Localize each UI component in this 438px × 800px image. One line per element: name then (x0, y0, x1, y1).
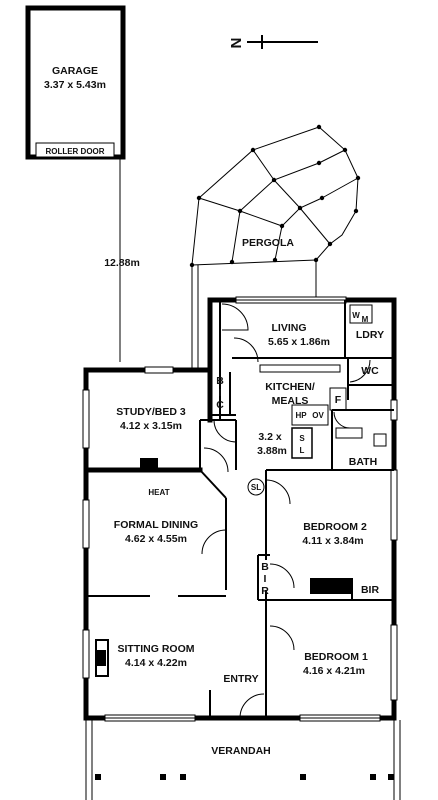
kitchen-name-2: MEALS (272, 395, 309, 407)
pergola-label: PERGOLA (242, 237, 294, 249)
entry-name: ENTRY (223, 673, 258, 685)
kitchen-s: S (299, 434, 305, 443)
bedroom2-size: 4.11 x 3.84m (302, 535, 363, 547)
kitchen-ov: OV (312, 411, 324, 420)
laundry-name: LDRY (356, 329, 384, 341)
distance-label: 12.88m (104, 257, 140, 269)
interior-walls (83, 300, 394, 718)
doors (201, 303, 371, 719)
sl-label: SL (251, 483, 261, 492)
garage: GARAGE 3.37 x 5.43m ROLLER DOOR (25, 5, 126, 160)
bic-i: I (219, 387, 222, 399)
roller-door-label: ROLLER DOOR (45, 147, 104, 156)
bath-name: BATH (349, 456, 377, 468)
bir-right-label: BIR (361, 584, 380, 596)
bedroom1-name: BEDROOM 1 (304, 651, 368, 663)
bir-left-i: I (264, 573, 267, 585)
garage-name: GARAGE (52, 65, 98, 77)
living-size: 5.65 x 1.86m (268, 336, 330, 348)
bedroom1-size: 4.16 x 4.21m (303, 665, 365, 677)
study-size: 4.12 x 3.15m (120, 420, 182, 432)
sitting-size: 4.14 x 4.22m (125, 657, 187, 669)
laundry-m: M (362, 315, 369, 324)
verandah (85, 718, 401, 800)
kitchen-name-1: KITCHEN/ (265, 381, 315, 393)
kitchen-f: F (335, 394, 342, 406)
living-name: LIVING (271, 322, 306, 334)
formal-dining-name: FORMAL DINING (114, 519, 198, 531)
north-label: N (227, 38, 244, 49)
bedroom2-name: BEDROOM 2 (303, 521, 367, 533)
verandah-name: VERANDAH (211, 745, 271, 757)
sitting-name: SITTING ROOM (118, 643, 195, 655)
north-arrow: N (227, 35, 318, 49)
kitchen-hp: HP (295, 411, 307, 420)
bir-left-r: R (261, 585, 269, 597)
kitchen-size-1: 3.2 x (258, 431, 282, 443)
wc-name: WC (361, 365, 379, 377)
formal-dining-size: 4.62 x 4.55m (125, 533, 187, 545)
pergola: PERGOLA (189, 124, 361, 370)
garage-size: 3.37 x 5.43m (44, 79, 106, 91)
study-name: STUDY/BED 3 (116, 406, 186, 418)
laundry-w: W (352, 311, 360, 320)
kitchen-l: L (300, 446, 305, 455)
bir-left-b: B (261, 561, 269, 573)
heat-label: HEAT (148, 488, 169, 497)
bic-c: C (216, 399, 224, 411)
bic-b: B (216, 375, 224, 387)
sl-marker (247, 478, 265, 496)
kitchen-size-2: 3.88m (257, 445, 287, 457)
